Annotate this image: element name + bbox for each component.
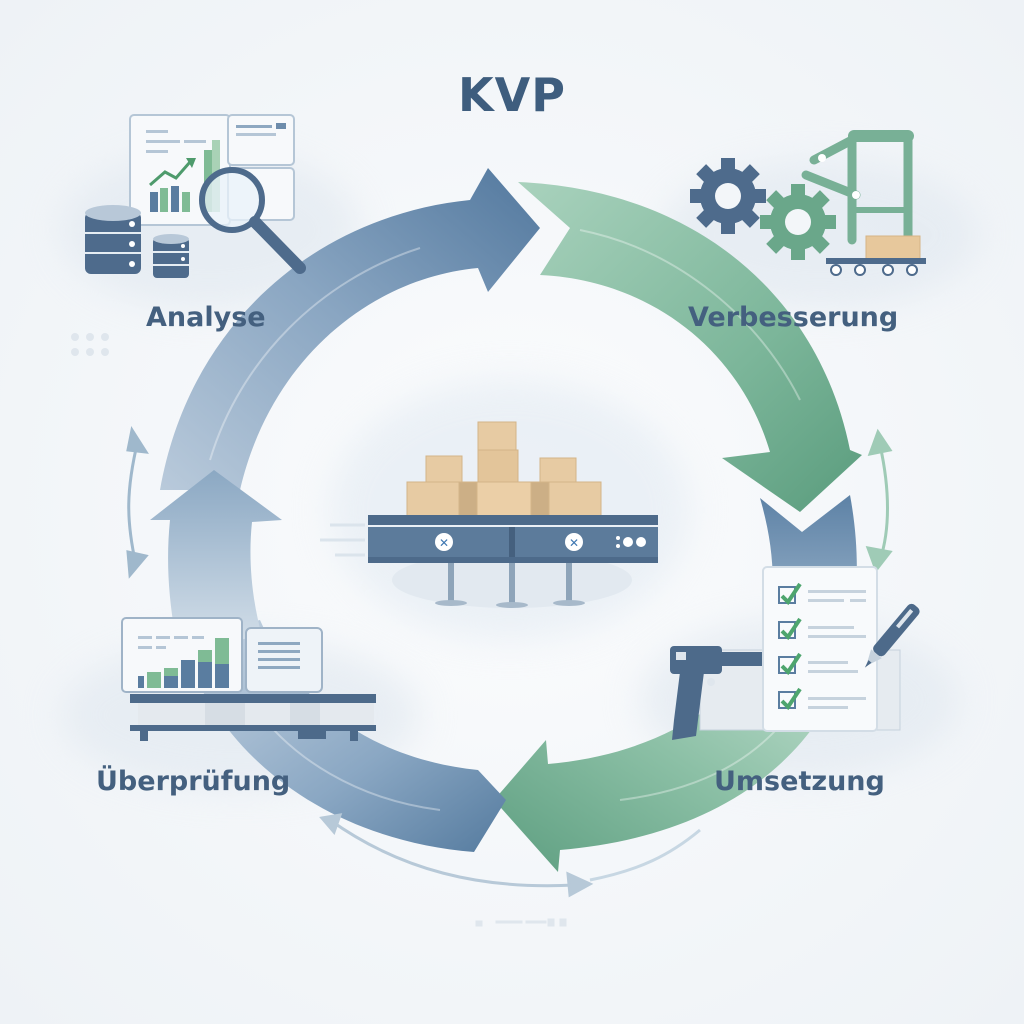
diagram-title: KVP	[458, 68, 566, 122]
arrow-ueberpruefung-to-analyse	[150, 470, 282, 650]
decorative-dots	[71, 333, 109, 356]
svg-text:✕: ✕	[569, 536, 579, 550]
trend-line-icon	[149, 161, 192, 187]
pen-icon	[864, 603, 920, 668]
pallet-rack-icon	[130, 694, 376, 741]
database-icon	[85, 205, 189, 278]
gear-green-icon	[760, 184, 836, 260]
boxes	[406, 421, 602, 517]
stage-label-analyse: Analyse	[146, 302, 266, 333]
checkmarks	[778, 582, 802, 711]
svg-text:✕: ✕	[439, 536, 449, 550]
robot-arm-icon	[801, 130, 914, 245]
conveyor-cart-icon	[826, 258, 926, 264]
arrow-analyse-to-verbesserung	[160, 168, 540, 490]
thin-arrow-left	[126, 426, 149, 579]
stage-label-umsetzung: Umsetzung	[714, 766, 885, 797]
barcode-scanner-icon	[670, 646, 722, 740]
stage-label-ueberpruefung: Überprüfung	[96, 766, 291, 797]
box-icon	[865, 235, 921, 261]
magnifying-glass-icon	[199, 167, 306, 274]
conveyor-belt: ✕ ✕	[368, 515, 658, 608]
gear-blue-icon	[690, 158, 766, 234]
stage-label-verbesserung: Verbesserung	[688, 302, 899, 333]
thin-arrow-bottom	[319, 813, 594, 898]
motion-lines	[320, 523, 365, 557]
thin-arrow-right	[865, 428, 893, 574]
arrow-verbesserung-to-umsetzung	[518, 182, 862, 512]
